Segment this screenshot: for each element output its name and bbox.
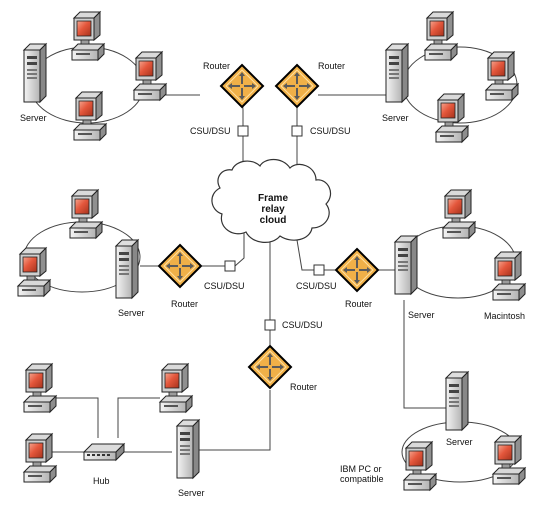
csu-dsu-top-right-icon bbox=[291, 125, 303, 137]
workstation-icon bbox=[442, 189, 476, 239]
router-middle-left-label: Router bbox=[171, 299, 199, 309]
workstation-icon bbox=[71, 11, 105, 61]
router-top-left-label: Router bbox=[203, 61, 231, 71]
workstation-icon bbox=[424, 11, 458, 61]
csu-dsu-middle-right-icon bbox=[313, 264, 325, 276]
workstation-icon bbox=[435, 93, 469, 143]
workstation-icon bbox=[23, 433, 57, 483]
cloud-label-line2: relay bbox=[261, 204, 285, 215]
server-bottom-right-label: Server bbox=[446, 437, 473, 447]
server-middle-right-label: Server bbox=[408, 310, 435, 320]
hub-label: Hub bbox=[93, 476, 110, 486]
hub-icon bbox=[83, 443, 125, 461]
router-bottom-center-icon bbox=[248, 345, 292, 389]
router-middle-right-label: Router bbox=[345, 299, 373, 309]
workstation-icon bbox=[23, 363, 57, 413]
workstation-icon bbox=[133, 51, 167, 101]
csu-dsu-middle-left-icon bbox=[224, 260, 236, 272]
macintosh-icon bbox=[492, 251, 526, 301]
server-top-right-icon bbox=[385, 43, 409, 103]
ibm-pc-icon bbox=[403, 441, 437, 491]
router-top-left-icon bbox=[220, 64, 264, 108]
csu-dsu-top-left-icon bbox=[237, 125, 249, 137]
server-bottom-right-icon bbox=[445, 371, 469, 431]
ibm-pc-label-line2: compatible bbox=[340, 474, 384, 484]
server-middle-left-icon bbox=[115, 239, 139, 299]
cloud-label-line1: Frame bbox=[257, 193, 288, 204]
cloud-label: Frame relay cloud bbox=[250, 193, 296, 226]
router-top-right-icon bbox=[275, 64, 319, 108]
workstation-icon bbox=[492, 435, 526, 485]
frame-relay-cloud bbox=[211, 158, 331, 243]
server-top-left-icon bbox=[23, 43, 47, 103]
workstation-icon bbox=[485, 51, 519, 101]
csu-dsu-bottom-center-label: CSU/DSU bbox=[282, 320, 323, 330]
server-middle-left-label: Server bbox=[118, 308, 145, 318]
server-top-left-label: Server bbox=[20, 113, 47, 123]
workstation-icon bbox=[69, 189, 103, 239]
csu-dsu-bottom-center-icon bbox=[264, 319, 276, 331]
csu-dsu-middle-right-label: CSU/DSU bbox=[296, 281, 337, 291]
server-bottom-left-label: Server bbox=[178, 488, 205, 498]
server-top-right-label: Server bbox=[382, 113, 409, 123]
server-middle-right-icon bbox=[394, 235, 418, 295]
csu-dsu-top-left-label: CSU/DSU bbox=[190, 126, 231, 136]
workstation-icon bbox=[73, 91, 107, 141]
router-middle-left-icon bbox=[158, 244, 202, 288]
router-top-right-label: Router bbox=[318, 61, 346, 71]
cloud-label-line3: cloud bbox=[259, 215, 287, 226]
workstation-icon bbox=[17, 247, 51, 297]
csu-dsu-top-right-label: CSU/DSU bbox=[310, 126, 351, 136]
macintosh-label: Macintosh bbox=[484, 311, 526, 321]
router-bottom-center-label: Router bbox=[290, 382, 318, 392]
server-bottom-left-icon bbox=[176, 419, 200, 479]
ibm-pc-label: IBM PC or compatible bbox=[340, 464, 400, 484]
router-middle-right-icon bbox=[335, 248, 379, 292]
ibm-pc-label-line1: IBM PC or bbox=[340, 464, 382, 474]
workstation-icon bbox=[159, 363, 193, 413]
csu-dsu-middle-left-label: CSU/DSU bbox=[204, 281, 245, 291]
